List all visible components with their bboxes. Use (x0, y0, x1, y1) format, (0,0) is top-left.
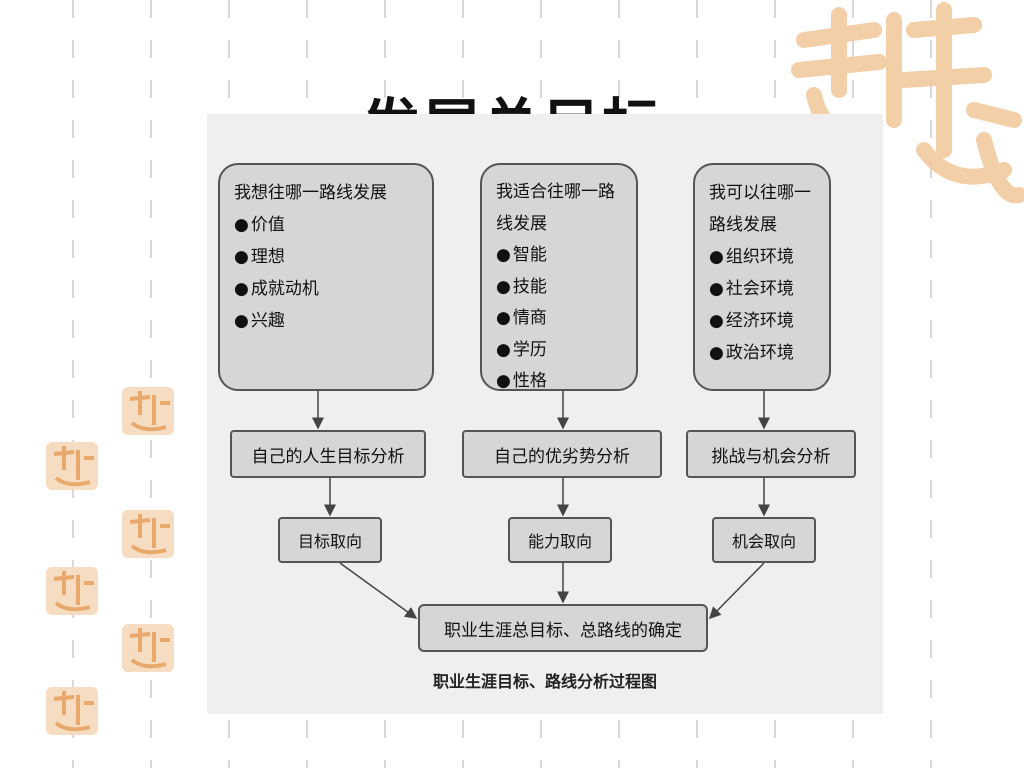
calligraphy-decoration (791, 2, 1024, 204)
arrow-connector (339, 562, 418, 619)
factor-item: 学历 (496, 335, 622, 367)
arrow-connector (708, 562, 765, 620)
orientation-box-2: 能力取向 (508, 517, 612, 563)
stamp-icon (122, 510, 174, 558)
factor-item: 性格 (496, 366, 622, 398)
orientation-box-1: 目标取向 (278, 517, 382, 563)
factor-item: 经济环境 (709, 305, 815, 337)
analysis-box-1: 自己的人生目标分析 (230, 430, 426, 478)
factor-item: 社会环境 (709, 273, 815, 305)
factor-item: 政治环境 (709, 337, 815, 369)
stamp-icon (46, 567, 98, 615)
factor-item: 技能 (496, 272, 622, 304)
factor-box-2: 我适合往哪一路线发展 智能 技能 情商 学历 性格 (480, 163, 638, 391)
factor-question: 我想往哪一路线发展 (234, 183, 387, 203)
analysis-box-3: 挑战与机会分析 (686, 430, 856, 478)
orientation-box-3: 机会取向 (712, 517, 816, 563)
stamp-icon (46, 687, 98, 735)
diagram-caption: 职业生涯目标、路线分析过程图 (432, 672, 657, 691)
stamp-icon (46, 442, 98, 490)
factor-box-3: 我可以往哪一路线发展 组织环境 社会环境 经济环境 政治环境 (693, 163, 831, 391)
final-goal-box: 职业生涯总目标、总路线的确定 (418, 604, 708, 652)
stamp-icon (122, 387, 174, 435)
factor-item: 理想 (234, 241, 418, 273)
analysis-box-2: 自己的优劣势分析 (462, 430, 662, 478)
factor-item: 价值 (234, 209, 418, 241)
factor-question: 我可以往哪一路线发展 (709, 183, 811, 235)
factor-box-1: 我想往哪一路线发展 价值 理想 成就动机 兴趣 (218, 163, 434, 391)
stamp-icon (122, 624, 174, 672)
factor-item: 成就动机 (234, 273, 418, 305)
factor-item: 组织环境 (709, 241, 815, 273)
factor-item: 兴趣 (234, 305, 418, 337)
factor-question: 我适合往哪一路线发展 (496, 182, 615, 234)
factor-item: 情商 (496, 303, 622, 335)
factor-item: 智能 (496, 240, 622, 272)
